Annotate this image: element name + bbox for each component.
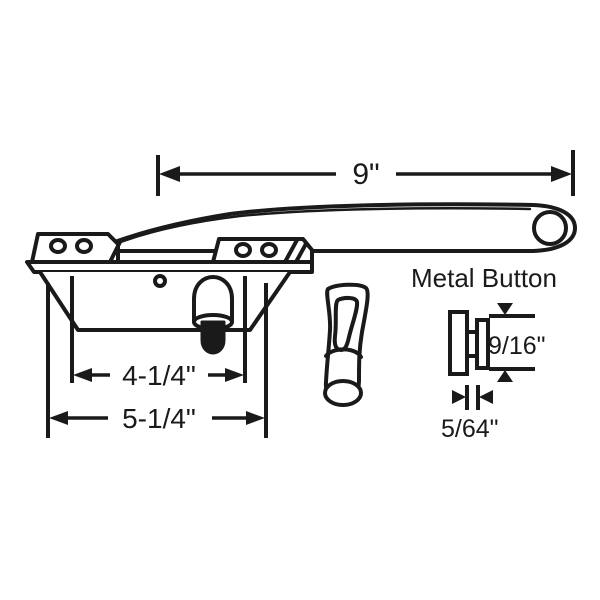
- dimension-button-thickness: 5/64": [441, 385, 499, 443]
- inner-span-label: 4-1/4": [122, 360, 196, 391]
- screw-hole-3: [234, 242, 252, 258]
- knob-stem: [200, 320, 226, 355]
- dimension-label-overall: 9": [352, 158, 379, 191]
- metal-button-caption: Metal Button: [411, 263, 557, 293]
- metal-button-knob: [192, 275, 234, 355]
- inner-span-arrow-right: [225, 368, 244, 382]
- base-plate-hatch-3: [108, 241, 122, 263]
- base-plate-hatch-2: [294, 241, 309, 263]
- button-head-plate: [448, 310, 469, 376]
- screw-hole-4: [260, 242, 278, 258]
- button-height-arrow-bottom: [497, 370, 513, 382]
- base-plate-hatch-1: [283, 239, 299, 263]
- inner-span-arrow-left: [73, 368, 92, 382]
- arrowhead-right: [551, 166, 572, 182]
- button-thickness-label: 5/64": [441, 415, 499, 443]
- arm-pivot-hole: [532, 210, 568, 246]
- base-plate-front-edge: [25, 260, 314, 274]
- button-tail-flange: [475, 318, 490, 370]
- dimension-overall-length: 9": [156, 150, 575, 196]
- dimension-inner-span: 4-1/4": [70, 276, 247, 391]
- handle-grip-recess: [332, 295, 360, 352]
- dimension-button-height: 9/16": [488, 303, 546, 382]
- arrowhead-left: [159, 166, 180, 182]
- metal-button-profile: 9/16" 5/64": [441, 303, 546, 443]
- center-hole: [153, 274, 167, 288]
- outer-span-label: 5-1/4": [122, 403, 196, 434]
- button-thickness-arrow-left: [452, 390, 466, 404]
- button-height-arrow-top: [497, 303, 513, 315]
- outer-span-arrow-left: [49, 411, 68, 425]
- outer-span-arrow-right: [246, 411, 265, 425]
- arm-top-highlight: [116, 207, 532, 245]
- base-plate-left-wing: [30, 232, 120, 264]
- crank-handle: [323, 282, 370, 407]
- handle-barrel-top-arc: [324, 347, 363, 359]
- button-thickness-arrow-right: [479, 390, 493, 404]
- knob-dome: [192, 275, 234, 324]
- operator-arm: [102, 202, 577, 253]
- screw-hole-2: [75, 238, 93, 254]
- handle-end-barrel: [323, 379, 363, 407]
- button-height-label: 9/16": [488, 332, 546, 360]
- dimension-outer-span: 5-1/4": [46, 283, 268, 438]
- screw-hole-1: [49, 238, 67, 254]
